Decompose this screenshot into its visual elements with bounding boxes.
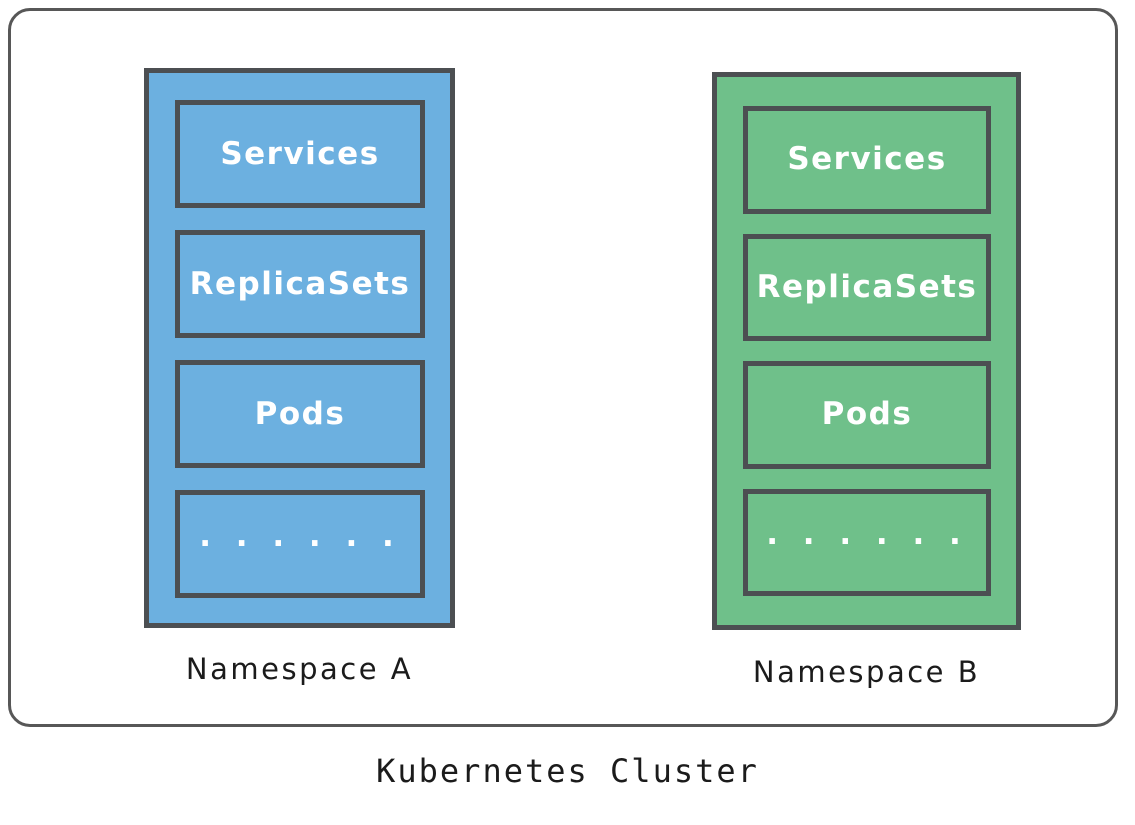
namespace-a-resource-more[interactable]: · · · · · ·: [175, 490, 425, 598]
ellipsis-icon: · · · · · ·: [766, 523, 968, 560]
kubernetes-cluster-container: Services ReplicaSets Pods · · · · · · Se…: [8, 8, 1118, 727]
namespace-b-resource-pods[interactable]: Pods: [743, 361, 991, 469]
resource-label: ReplicaSets: [189, 265, 411, 302]
namespace-a-resource-services[interactable]: Services: [175, 100, 425, 208]
ellipsis-icon: · · · · · ·: [199, 525, 401, 562]
resource-label: Pods: [821, 396, 913, 433]
namespace-a-resource-pods[interactable]: Pods: [175, 360, 425, 468]
resource-label: ReplicaSets: [756, 268, 978, 305]
resource-label: Pods: [254, 395, 346, 432]
cluster-title: Kubernetes Cluster: [376, 752, 759, 790]
namespace-b-caption: Namespace B: [752, 655, 981, 689]
namespace-b-resource-more[interactable]: · · · · · ·: [743, 488, 991, 596]
namespace-a-caption: Namespace A: [185, 652, 414, 686]
resource-label: Services: [787, 141, 947, 178]
namespace-a-resource-replicasets[interactable]: ReplicaSets: [175, 230, 425, 338]
resource-label: Services: [220, 135, 380, 172]
namespace-b-resource-services[interactable]: Services: [743, 106, 991, 214]
namespace-b-block[interactable]: Services ReplicaSets Pods · · · · · ·: [712, 72, 1021, 630]
namespace-a-block[interactable]: Services ReplicaSets Pods · · · · · ·: [144, 68, 455, 628]
namespace-b-resource-replicasets[interactable]: ReplicaSets: [743, 233, 991, 341]
